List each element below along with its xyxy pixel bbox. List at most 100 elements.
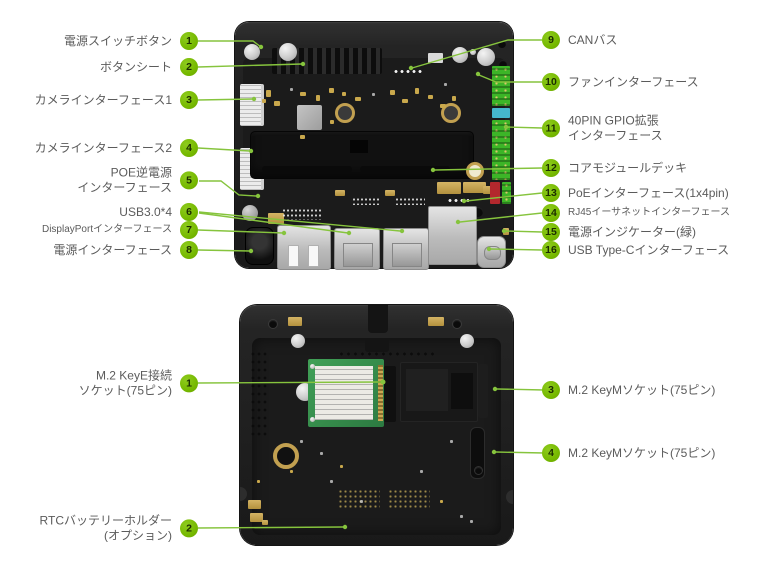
callout-fan-interface: 10 ファンインターフェース (542, 73, 699, 91)
case-notch (506, 490, 513, 504)
power-indicator-led (503, 228, 509, 235)
screw-hole (498, 40, 506, 48)
callout-power-indicator: 15 電源インジケーター(緑) (542, 223, 696, 241)
solder-pads (395, 197, 425, 205)
callout-number-badge: 3 (180, 91, 198, 109)
smd-component (330, 480, 333, 483)
callout-button-sheet: ボタンシート 2 (100, 58, 198, 76)
rtc-pad-grid (388, 489, 430, 509)
smd-component (440, 500, 443, 503)
callout-number-badge: 13 (542, 184, 560, 202)
usb3-stack-2 (383, 228, 429, 270)
callout-number-badge: 12 (542, 159, 560, 177)
smd-component (415, 88, 419, 94)
displayport-connector (277, 225, 331, 270)
callout-m2-keym-socket-2: 4 M.2 KeyMソケット(75ピン) (542, 444, 715, 462)
callout-label: PoEインターフェース(1x4pin) (568, 185, 729, 200)
can-bus-pins (393, 69, 423, 74)
callout-label: M.2 KeyMソケット(75ピン) (568, 445, 716, 460)
callout-usb-type-c: 16 USB Type-Cインターフェース (542, 241, 729, 259)
standoff (242, 205, 258, 221)
callout-label: 電源スイッチボタン (63, 33, 172, 48)
mount-hole (335, 103, 355, 123)
smd-component (290, 88, 293, 91)
callout-label: USB3.0*4 (119, 204, 172, 219)
vent-dots (250, 350, 268, 436)
blue-connector (492, 108, 510, 118)
top-view-board-photo (235, 22, 513, 270)
callout-number-badge: 5 (180, 171, 198, 189)
smd-component (266, 90, 271, 97)
smd-component (257, 480, 260, 483)
dc-power-jack (245, 227, 274, 265)
usb3-stack-1 (334, 228, 380, 270)
callout-label: コアモジュールデッキ (568, 160, 688, 175)
standoff (279, 43, 297, 61)
smd-component (260, 120, 263, 123)
usb-c-opening (484, 246, 501, 260)
poe-connector (490, 182, 500, 204)
callout-camera-interface-1: カメラインターフェース1 3 (35, 91, 198, 109)
callout-label: ボタンシート (99, 59, 172, 74)
callout-number-badge: 9 (542, 31, 560, 49)
callout-number-badge: 6 (180, 203, 198, 221)
gold-pad (428, 317, 444, 326)
port-tongue (288, 245, 299, 267)
smd-component (329, 88, 334, 93)
mount-hole (273, 443, 299, 469)
callout-label: POE逆電源 インターフェース (77, 165, 172, 194)
callout-camera-interface-2: カメラインターフェース2 4 (35, 139, 198, 157)
smd-component (440, 104, 446, 108)
callout-core-module-deck: 12 コアモジュールデッキ (542, 159, 687, 177)
m2-edge-pins (378, 365, 383, 421)
gold-pad (463, 182, 486, 193)
callout-number-badge: 4 (542, 444, 560, 462)
gold-pad (335, 190, 345, 196)
callout-rj45-ethernet: 14 RJ45イーサネットインターフェース (542, 204, 730, 222)
case-clip (365, 339, 389, 352)
smd-component (470, 520, 473, 523)
callout-number-badge: 2 (180, 58, 198, 76)
gpio-40pin-header (492, 120, 510, 180)
callout-number-badge: 1 (180, 32, 198, 50)
callout-number-badge: 14 (542, 204, 560, 222)
usb-opening (392, 243, 422, 267)
screw (310, 364, 315, 369)
m2-keye-wifi-module (308, 359, 384, 427)
deck-slot (350, 140, 368, 153)
case-clip (368, 305, 388, 333)
smd-component (300, 440, 303, 443)
gold-component (248, 500, 261, 509)
callout-poe-interface: 13 PoEインターフェース(1x4pin) (542, 184, 729, 202)
rj45-port (428, 206, 477, 265)
callout-rtc-battery-holder: RTCバッテリーホルダー (オプション) 2 (40, 513, 198, 542)
m2-keym-ssd-module (400, 362, 478, 422)
smd-component (372, 93, 375, 96)
port-tongue (308, 245, 319, 267)
usb-opening (343, 243, 373, 267)
screw (452, 319, 462, 329)
standoff (244, 44, 260, 60)
callout-number-badge: 15 (542, 223, 560, 241)
callout-number-badge: 1 (180, 374, 198, 392)
callout-label: M.2 KeyMソケット(75ピン) (568, 382, 716, 397)
smd-component (402, 99, 408, 103)
callout-power-switch-button: 電源スイッチボタン 1 (64, 32, 198, 50)
poe-pins (447, 198, 469, 203)
smd-component (300, 135, 305, 139)
rtc-pad-grid (338, 489, 380, 509)
callout-usb3: USB3.0*4 6 (119, 203, 198, 221)
callout-label: M.2 KeyE接続 ソケット(75ピン) (78, 368, 172, 397)
callout-number-badge: 2 (180, 519, 198, 537)
callout-label: 電源インジケーター(緑) (568, 224, 696, 239)
standoff (452, 47, 468, 63)
callout-displayport: DisplayPortインターフェース 7 (42, 221, 198, 239)
gold-component (250, 513, 263, 522)
gold-pad (437, 182, 461, 194)
callout-label: ファンインターフェース (568, 74, 699, 89)
ssd-chip (451, 373, 473, 409)
callout-label: カメラインターフェース1 (34, 92, 172, 107)
callout-number-badge: 16 (542, 241, 560, 259)
standoff (291, 334, 305, 348)
